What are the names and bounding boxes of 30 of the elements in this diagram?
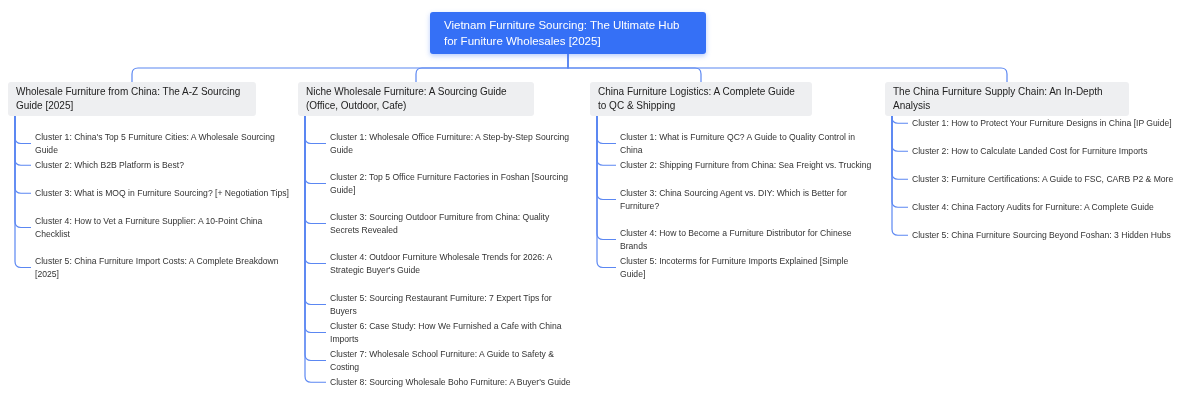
article-title: Cluster 4: Outdoor Furniture Wholesale Trends for 2026: A Strategic Buyer's Guide xyxy=(330,251,580,276)
article-title: Cluster 6: Case Study: How We Furnished a Cafe with China Imports xyxy=(330,320,580,345)
article-title: Cluster 2: Shipping Furniture from China: Sea Freight vs. Trucking xyxy=(620,159,872,172)
article-title: Cluster 3: Sourcing Outdoor Furniture from China: Quality Secrets Revealed xyxy=(330,211,580,236)
article-title: Cluster 5: Sourcing Restaurant Furniture: 7 Expert Tips for Buyers xyxy=(330,292,580,317)
article-title: Cluster 1: What is Furniture QC? A Guide to Quality Control in China xyxy=(620,131,875,156)
subtopic-box: Niche Wholesale Furniture: A Sourcing Guide (Office, Outdoor, Cafe) xyxy=(298,82,534,116)
connector-line xyxy=(596,115,617,269)
connector-line xyxy=(14,115,32,269)
article-title: Cluster 1: Wholesale Office Furniture: A Step-by-Step Sourcing Guide xyxy=(330,131,580,156)
topic-box: Vietnam Furniture Sourcing: The Ultimate Hub for Funiture Wholesales [2025] xyxy=(430,12,706,54)
article-title: Cluster 3: Furniture Certifications: A Guide to FSC, CARB P2 & More xyxy=(912,173,1174,186)
article-title: Cluster 5: Incoterms for Furniture Imports Explained [Simple Guide] xyxy=(620,255,875,280)
article-title: Cluster 2: Top 5 Office Furniture Factories in Foshan [Sourcing Guide] xyxy=(330,171,580,196)
article-title: Cluster 8: Sourcing Wholesale Boho Furniture: A Buyer's Guide xyxy=(330,376,571,389)
article-title: Cluster 3: China Sourcing Agent vs. DIY: Which is Better for Furniture? xyxy=(620,187,875,212)
subtopic-box: The China Furniture Supply Chain: An In-Depth Analysis xyxy=(885,82,1129,116)
article-title: Cluster 4: China Factory Audits for Furniture: A Complete Guide xyxy=(912,201,1154,214)
article-title: Cluster 7: Wholesale School Furniture: A Guide to Safety & Costing xyxy=(330,348,580,373)
article-title: Cluster 3: What is MOQ in Furniture Sourcing? [+ Negotiation Tips] xyxy=(35,187,289,200)
article-title: Cluster 2: How to Calculate Landed Cost for Furniture Imports xyxy=(912,145,1148,158)
subtopic-box: China Furniture Logistics: A Complete Guide to QC & Shipping xyxy=(590,82,812,116)
article-title: Cluster 4: How to Vet a Furniture Supplier: A 10-Point China Checklist xyxy=(35,215,297,240)
article-title: Cluster 5: China Furniture Sourcing Beyond Foshan: 3 Hidden Hubs xyxy=(912,229,1171,242)
article-title: Cluster 1: How to Protect Your Furniture Designs in China [IP Guide] xyxy=(912,117,1172,130)
article-title: Cluster 1: China's Top 5 Furniture Cities: A Wholesale Sourcing Guide xyxy=(35,131,297,156)
article-title: Cluster 4: How to Become a Furniture Distributor for Chinese Brands xyxy=(620,227,875,252)
subtopic-box: Wholesale Furniture from China: The A-Z Sourcing Guide [2025] xyxy=(8,82,256,116)
article-title: Cluster 5: China Furniture Import Costs: A Complete Breakdown [2025] xyxy=(35,255,297,280)
article-title: Cluster 2: Which B2B Platform is Best? xyxy=(35,159,184,172)
